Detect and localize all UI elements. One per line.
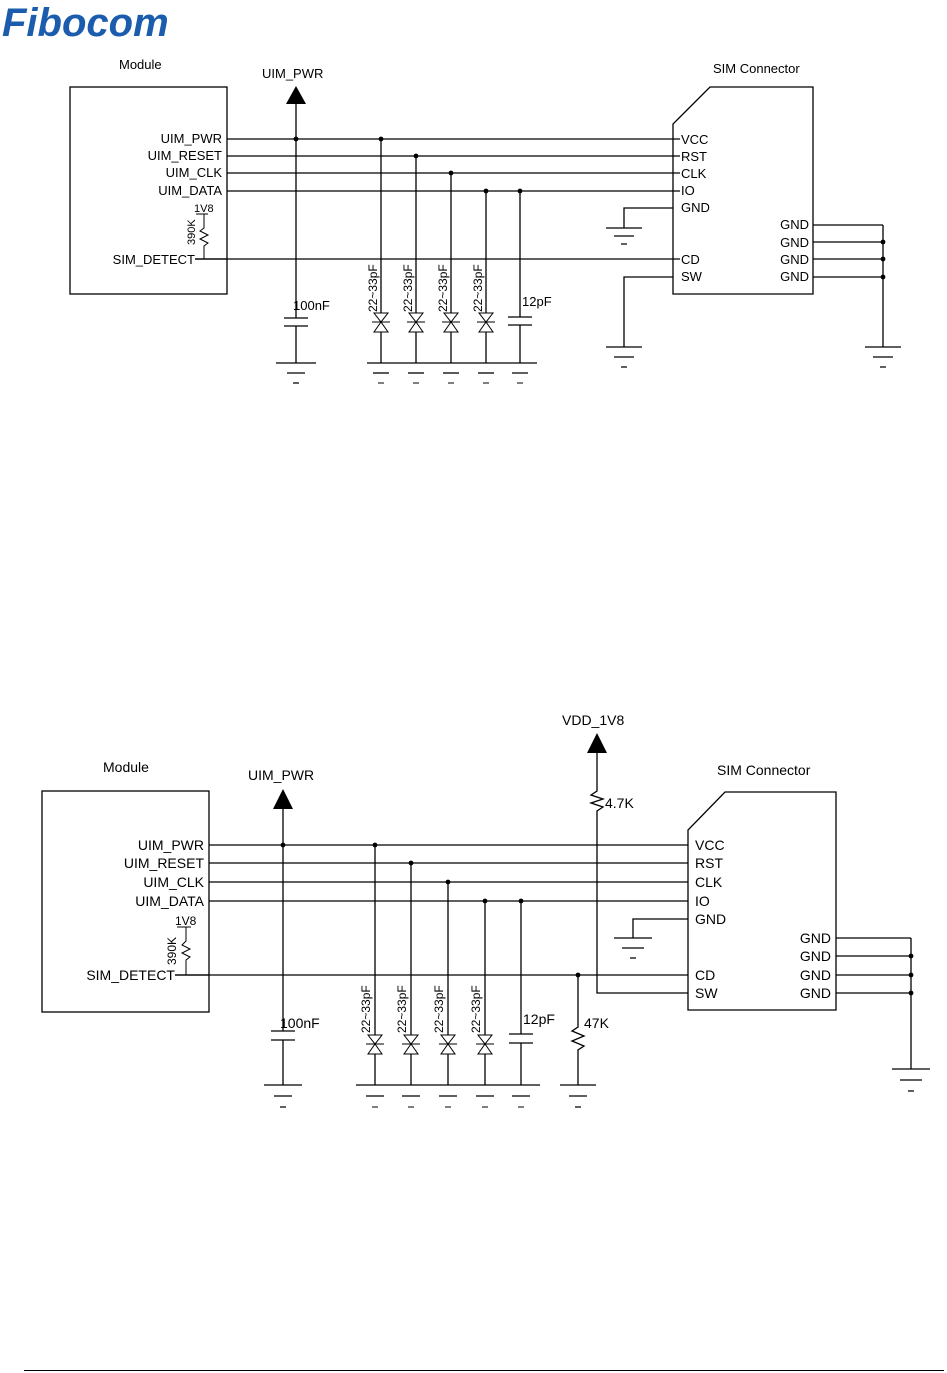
power-label: UIM_PWR (248, 767, 314, 783)
sim-circuit-diagram-2: Module UIM_PWR UIM_RESET UIM_CLK UIM_DAT… (41, 712, 930, 1108)
tvs-diode-1 (372, 139, 390, 374)
tvs-diode-3 (439, 882, 457, 1097)
right-gnd-bus (813, 224, 901, 368)
connector-pin-gnd-r4: GND (780, 269, 809, 284)
vdd-label: VDD_1V8 (562, 712, 624, 728)
tvs-cap-label-1: 22~33pF (359, 985, 373, 1033)
power-arrow (273, 789, 293, 809)
connector-pin-rst: RST (695, 855, 723, 871)
sw-pullup-resistor (588, 753, 688, 994)
connector-gnd-ground (614, 918, 688, 959)
connector-label: SIM Connector (717, 762, 811, 778)
module-pin-uim-pwr: UIM_PWR (138, 837, 204, 853)
cd-pulldown-resistor (560, 975, 596, 1108)
connector-pin-gnd-r2: GND (800, 948, 831, 964)
decoupling-capacitor (276, 317, 316, 384)
tvs-diode-1 (366, 845, 384, 1097)
sim-circuit-diagram-1: Module UIM_PWR UIM_RESET UIM_CLK UIM_DAT… (69, 57, 901, 384)
module-pin-uim-reset: UIM_RESET (148, 148, 222, 163)
connector-pin-io: IO (681, 183, 695, 198)
data-capacitor (509, 901, 533, 1097)
data-capacitor (508, 191, 532, 374)
connector-pin-cd: CD (695, 967, 715, 983)
connector-pin-sw: SW (681, 269, 703, 284)
connector-pin-gnd-r3: GND (780, 252, 809, 267)
tvs-diode-4 (477, 191, 495, 374)
tvs-diode-2 (407, 156, 425, 374)
decoupling-cap-label: 100nF (293, 298, 330, 313)
module-label: Module (103, 759, 149, 775)
pullup-resistor-label: 390K (186, 219, 198, 245)
connector-pin-clk: CLK (681, 166, 707, 181)
decoupling-capacitor (264, 1030, 302, 1108)
connector-pin-gnd: GND (681, 200, 710, 215)
module-pin-uim-data: UIM_DATA (158, 183, 222, 198)
pullup-resistor-390k (177, 926, 192, 975)
connector-pin-gnd-r3: GND (800, 967, 831, 983)
connector-pin-gnd-r4: GND (800, 985, 831, 1001)
tvs-cap-label-3: 22~33pF (432, 985, 446, 1033)
connector-pin-cd: CD (681, 252, 700, 267)
tvs-cap-label-2: 22~33pF (401, 264, 415, 312)
pullup-resistor-390k (196, 213, 210, 259)
pullup-voltage-label: 1V8 (175, 914, 197, 928)
decoupling-cap-label: 100nF (280, 1015, 320, 1031)
connector-pin-sw: SW (695, 985, 718, 1001)
connector-pin-rst: RST (681, 149, 707, 164)
connector-pin-io: IO (695, 893, 710, 909)
sim-connector-body (672, 86, 814, 295)
connector-pin-vcc: VCC (681, 132, 708, 147)
connector-pin-gnd: GND (695, 911, 726, 927)
footer-divider (24, 1370, 944, 1371)
connector-pin-vcc: VCC (695, 837, 725, 853)
tvs-cap-label-1: 22~33pF (366, 264, 380, 312)
tvs-cap-label-3: 22~33pF (436, 264, 450, 312)
power-label: UIM_PWR (262, 66, 323, 81)
fibocom-logo: Fibocom (2, 1, 169, 44)
tvs-cap-label-4: 22~33pF (471, 264, 485, 312)
cd-pulldown-label: 47K (584, 1015, 610, 1031)
module-pin-uim-pwr: UIM_PWR (161, 131, 222, 146)
module-pin-uim-clk: UIM_CLK (143, 874, 204, 890)
sim-connector-body (687, 791, 837, 1011)
connector-label: SIM Connector (713, 61, 800, 76)
module-pin-sim-detect: SIM_DETECT (86, 967, 175, 983)
connector-pin-gnd-r1: GND (800, 930, 831, 946)
data-cap-label: 12pF (523, 1011, 555, 1027)
connector-gnd-ground (606, 207, 673, 245)
module-label: Module (119, 57, 162, 72)
data-cap-label: 12pF (522, 294, 552, 309)
connector-pin-gnd-r1: GND (780, 217, 809, 232)
tvs-diode-2 (402, 863, 420, 1097)
pullup-voltage-label: 1V8 (194, 203, 214, 215)
right-gnd-bus (836, 937, 930, 1092)
connector-pin-gnd-r2: GND (780, 235, 809, 250)
logo-text: Fibocom (2, 1, 169, 44)
sw-ground (606, 276, 673, 368)
tvs-diode-4 (476, 901, 494, 1097)
module-pin-uim-clk: UIM_CLK (166, 165, 223, 180)
connector-pin-clk: CLK (695, 874, 723, 890)
tvs-cap-label-4: 22~33pF (469, 985, 483, 1033)
module-pin-uim-reset: UIM_RESET (124, 855, 205, 871)
tvs-diode-3 (442, 173, 460, 374)
module-pin-sim-detect: SIM_DETECT (113, 252, 195, 267)
power-arrow (286, 86, 306, 104)
vdd-arrow (587, 733, 607, 753)
sw-pullup-label: 4.7K (605, 795, 634, 811)
module-pin-uim-data: UIM_DATA (135, 893, 204, 909)
pullup-resistor-label: 390K (165, 937, 179, 965)
tvs-cap-label-2: 22~33pF (395, 985, 409, 1033)
